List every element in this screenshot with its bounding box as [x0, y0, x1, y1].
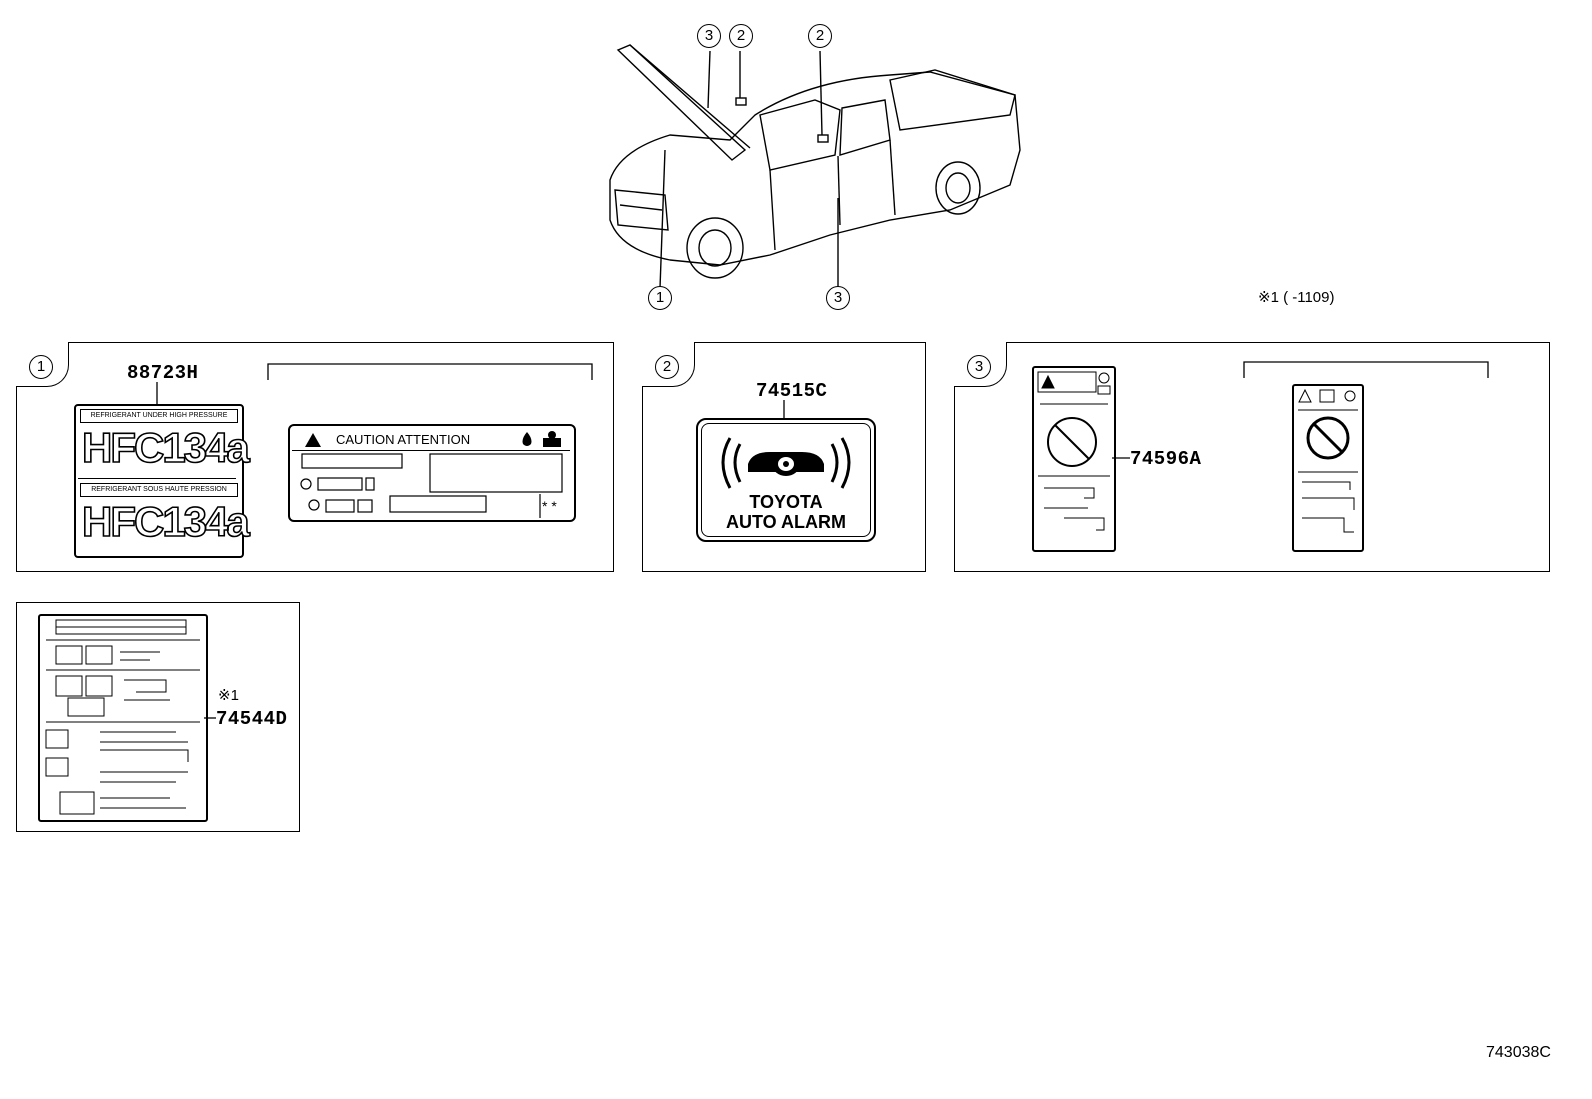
callout-2-door: 2 [808, 24, 832, 48]
bracket-line [267, 363, 593, 380]
diagram-code: 743038C [1486, 1044, 1551, 1061]
warning-triangle-icon [305, 433, 321, 447]
callout-1-engine: 1 [648, 286, 672, 310]
auto-alarm-label: TOYOTA AUTO ALARM [696, 418, 876, 542]
hfc-label-bottom-text: HFC134a [81, 498, 250, 545]
panel-1: 1 [16, 342, 614, 572]
manual-person-icon [543, 431, 561, 447]
hfc-label-bottom-caption: REFRIGERANT SOUS HAUTE PRESSION [80, 483, 238, 497]
part-number-74596a: 74596A [1130, 448, 1202, 470]
panel-2: 2 [642, 342, 926, 572]
callout-3-hood: 3 [697, 24, 721, 48]
flame-icon [522, 432, 532, 446]
bracket-line [1243, 361, 1489, 378]
alarm-line1: TOYOTA [749, 492, 823, 512]
panel-3: 3 [954, 342, 1550, 572]
car-alarm-icon [721, 437, 851, 489]
part-number-74515c: 74515C [756, 380, 828, 402]
caution-marks: * * [542, 498, 557, 514]
part-number-74544d: 74544D [216, 708, 288, 730]
caution-title: CAUTION ATTENTION [336, 432, 471, 447]
hfc-label-top-caption: REFRIGERANT UNDER HIGH PRESSURE [80, 409, 238, 423]
airbag-warning-label-b [1292, 384, 1364, 552]
hfc-refrigerant-label: REFRIGERANT UNDER HIGH PRESSURE HFC134a … [74, 404, 251, 558]
leader-line [1112, 457, 1130, 459]
footnote-mark: ※1 [218, 687, 239, 704]
panel-number: 3 [967, 355, 991, 379]
callout-2-windshield: 2 [729, 24, 753, 48]
leader-line [156, 382, 158, 404]
panel-number: 1 [29, 355, 53, 379]
hfc-label-top-text: HFC134a [81, 424, 250, 471]
leader-line [204, 717, 216, 719]
truck-illustration [609, 44, 1021, 289]
panel-number: 2 [655, 355, 679, 379]
hfc-label-divider [78, 478, 236, 479]
part-number-88723h: 88723H [127, 362, 199, 384]
seat-warning-label [38, 614, 208, 822]
alarm-line2: AUTO ALARM [726, 512, 846, 532]
callout-3-doorframe: 3 [826, 286, 850, 310]
caution-body-lines [300, 453, 563, 518]
caution-attention-label: CAUTION ATTENTION * * [288, 424, 576, 522]
panel-4 [16, 602, 300, 832]
leader-line [783, 400, 785, 418]
airbag-warning-label-a [1032, 366, 1116, 552]
footnote: ※1 ( -1109) [1258, 289, 1335, 306]
